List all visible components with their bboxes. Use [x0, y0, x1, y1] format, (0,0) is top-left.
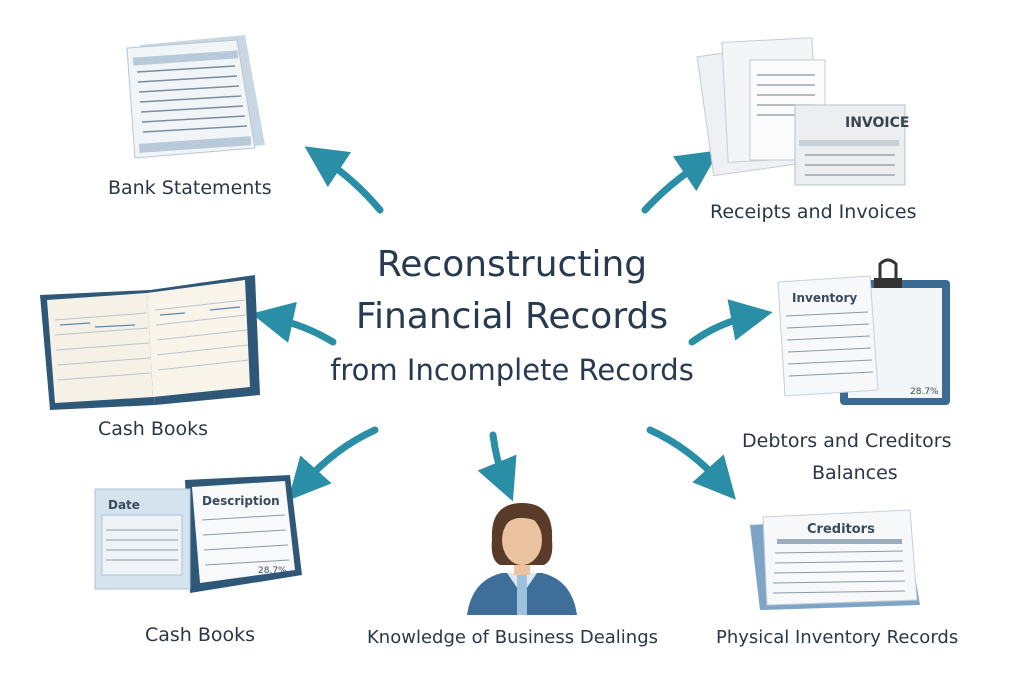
arrow-to-knowledge — [477, 431, 517, 502]
svg-text:INVOICE: INVOICE — [845, 115, 909, 131]
label-cash-books-2: Cash Books — [145, 624, 256, 646]
svg-text:Description: Description — [202, 494, 280, 508]
arrow-to-cash-books-1 — [251, 301, 337, 346]
label-debtors-creditors-line1: Debtors and Creditors — [742, 430, 952, 452]
arrow-to-bank-statements — [304, 146, 384, 214]
title-line-2: Financial Records — [355, 296, 669, 337]
svg-text:Date: Date — [108, 498, 140, 512]
person-avatar-icon — [467, 503, 577, 615]
cash-book-folder-icon: Date Description 28.7% — [94, 475, 302, 593]
open-ledger-icon — [40, 275, 260, 410]
title-line-1: Reconstructing — [376, 244, 648, 285]
label-knowledge: Knowledge of Business Dealings — [367, 627, 659, 648]
svg-text:Creditors: Creditors — [807, 522, 875, 537]
title-line-3: from Incomplete Records — [330, 353, 694, 387]
svg-text:Inventory: Inventory — [792, 291, 857, 305]
svg-text:28.7%: 28.7% — [258, 566, 287, 576]
label-receipts-invoices: Receipts and Invoices — [710, 201, 917, 223]
label-physical-inventory: Physical Inventory Records — [716, 627, 959, 648]
bank-statement-icon — [126, 35, 265, 159]
label-cash-books-1: Cash Books — [98, 418, 209, 440]
invoice-icon: INVOICE — [696, 37, 909, 186]
inventory-clipboard-icon: Inventory 28.7% — [777, 258, 950, 405]
arrow-to-debtors — [688, 299, 773, 346]
svg-text:28.7%: 28.7% — [910, 387, 939, 397]
arrow-to-physical-inventory — [646, 426, 736, 500]
arrow-to-receipts — [641, 150, 720, 214]
creditors-sheet-icon: Creditors — [750, 509, 920, 610]
label-debtors-creditors-line2: Balances — [812, 462, 898, 484]
arrow-to-cash-books-2 — [288, 426, 379, 501]
label-bank-statements: Bank Statements — [108, 177, 272, 199]
